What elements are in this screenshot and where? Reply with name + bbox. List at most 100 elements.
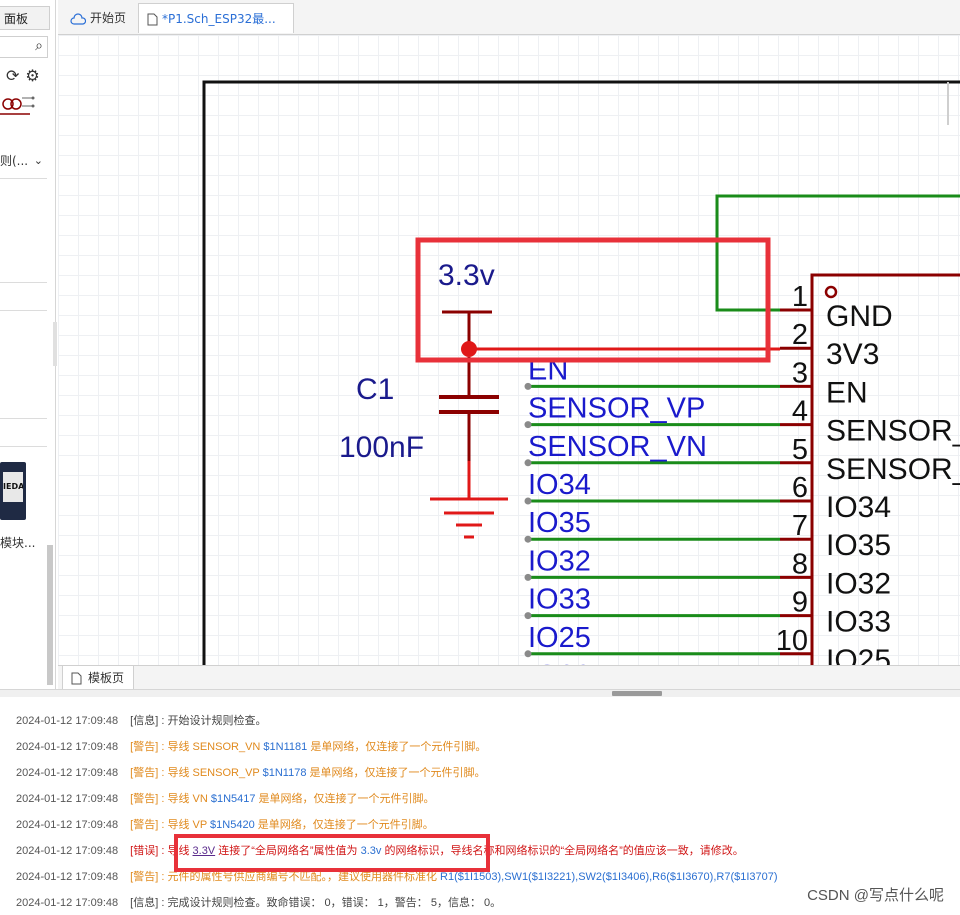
pin-number: 2 — [792, 319, 808, 351]
log-row: 2024-01-12 17:09:48 [信息] : 开始设计规则检查。 — [16, 711, 266, 731]
panel-collapse-handle[interactable] — [53, 322, 57, 366]
pin-name: IO32 — [826, 567, 891, 600]
pin-number: 4 — [792, 396, 808, 428]
log-row: 2024-01-12 17:09:48[错误] : 导线 3.3V 连接了“全局… — [16, 841, 744, 861]
net-label[interactable]: IO26 — [528, 660, 591, 665]
net-label[interactable]: SENSOR_VN — [528, 431, 707, 463]
board-thumbnail-text: IEDA — [3, 472, 23, 502]
pin-number: 8 — [792, 548, 808, 580]
log-net-link[interactable]: $1N5420 — [210, 819, 255, 831]
log-message: : 导线 SENSOR_VP — [158, 767, 263, 779]
log-wire-link[interactable]: 3.3V — [192, 845, 216, 857]
esp32-pin-group: 1234567891011GND3V3ENSENSOR_VPSENSOR_VNI… — [776, 281, 960, 665]
document-icon — [147, 13, 158, 26]
cap-value[interactable]: 100nF — [339, 431, 424, 464]
tab-start-page-label: 开始页 — [90, 11, 127, 25]
net-label[interactable]: IO33 — [528, 584, 591, 616]
log-level: [错误] — [130, 845, 159, 857]
refresh-icon[interactable]: ⟳ — [6, 66, 20, 85]
log-net-link[interactable]: 3.3v — [360, 845, 382, 857]
log-level: [信息] — [130, 897, 159, 909]
log-time: 2024-01-12 17:09:48 — [16, 871, 119, 883]
document-icon — [71, 672, 82, 685]
log-row: 2024-01-12 17:09:48 [警告] : 导线 SENSOR_VP $… — [16, 763, 486, 783]
power-net-label[interactable]: 3.3v — [438, 259, 495, 292]
tab-schematic[interactable]: *P1.Sch_ESP32最... — [138, 3, 294, 33]
pin-number: 1 — [792, 281, 808, 313]
log-row: 2024-01-12 17:09:48[警告] : 导线 SENSOR_VN $… — [16, 737, 486, 757]
highlight-box-top — [415, 237, 771, 363]
divider — [0, 446, 47, 447]
log-level: [警告] — [130, 871, 159, 883]
net-label[interactable]: IO34 — [528, 469, 591, 501]
tab-template-label: 模板页 — [88, 671, 125, 685]
divider — [0, 178, 47, 179]
cap-designator[interactable]: C1 — [356, 373, 394, 406]
log-time: 2024-01-12 17:09:48 — [16, 741, 119, 753]
net-wire-end — [524, 497, 532, 505]
pin-name: SENSOR_VP — [826, 415, 960, 448]
panel-splitter[interactable] — [0, 689, 960, 698]
net-label[interactable]: IO32 — [528, 545, 591, 577]
log-level: [警告] — [130, 793, 159, 805]
tab-start-page[interactable]: 开始页 — [62, 3, 138, 33]
log-time: 2024-01-12 17:09:48 — [16, 793, 119, 805]
net-wire-end — [524, 421, 532, 429]
log-parts-link[interactable]: R1($1I1503),SW1($1I3221),SW2($1I3406),R6… — [440, 871, 778, 883]
log-message: : 导线 VN — [158, 793, 211, 805]
panel-tab[interactable]: 面板 — [0, 6, 50, 30]
log-row: 2024-01-12 17:09:48[警告] : 元件的属性号供应商编号不匹配… — [16, 867, 778, 887]
watermark: CSDN @写点什么呢 — [807, 887, 944, 904]
log-row: 2024-01-12 17:09:48[警告] : 导线 VN $1N5417 … — [16, 789, 435, 809]
net-wire-end — [524, 382, 532, 390]
net-wire-end — [524, 573, 532, 581]
log-row: 2024-01-12 17:09:48[信息] : 完成设计规则检查。致命错误：… — [16, 893, 501, 913]
log-message: 是单网络，仅连接了一个元件引脚。 — [255, 793, 435, 805]
net-label-group: ENSENSOR_VPSENSOR_VNIO34IO35IO32IO33IO25… — [524, 354, 780, 665]
panel-scrollbar[interactable] — [47, 545, 53, 685]
log-net-link[interactable]: $1N1181 — [263, 741, 308, 753]
log-message: : 开始设计规则检查。 — [158, 715, 267, 727]
pin-number: 11 — [778, 663, 808, 665]
sheet-border — [202, 80, 960, 665]
net-label[interactable]: IO35 — [528, 507, 591, 539]
pin-name: EN — [826, 376, 868, 409]
search-icon[interactable]: ⌕ — [35, 38, 43, 54]
log-net-link[interactable]: $1N5417 — [210, 793, 256, 805]
cloud-icon — [70, 12, 87, 25]
log-message: : 导线 SENSOR_VN — [158, 741, 264, 753]
highlight-box-bottom — [174, 834, 490, 872]
divider — [0, 310, 47, 311]
category-select[interactable]: 则(... ⌄ — [0, 150, 47, 172]
divider — [0, 418, 47, 419]
net-label[interactable]: IO25 — [528, 622, 591, 654]
panel-toolbar: ⟳⚙ — [6, 66, 46, 85]
tab-schematic-label: *P1.Sch_ESP32最... — [162, 12, 276, 26]
log-time: 2024-01-12 17:09:48 — [16, 715, 119, 727]
gear-icon[interactable]: ⚙ — [25, 66, 40, 85]
board-thumbnail[interactable]: IEDA — [0, 462, 26, 520]
log-time: 2024-01-12 17:09:48 — [16, 767, 119, 779]
net-label[interactable]: SENSOR_VP — [528, 393, 705, 425]
log-row: 2024-01-12 17:09:48[警告] : 导线 VP $1N5420 … — [16, 815, 434, 835]
library-search-input[interactable]: ⌕ — [0, 36, 48, 58]
log-net-link[interactable]: $1N1178 — [262, 767, 307, 779]
log-level: [信息] — [130, 715, 159, 727]
tab-template-page[interactable]: 模板页 — [62, 666, 134, 690]
net-wire-end — [524, 535, 532, 543]
net-wire-end — [524, 612, 532, 620]
log-message: : 完成设计规则检查。致命错误： 0，错误： 1，警告： 5，信息： 0。 — [158, 897, 502, 909]
log-time: 2024-01-12 17:09:48 — [16, 819, 119, 831]
log-message: 的网络标识，导线名称和网络标识的“全局网络名”的值应该一致，请修改。 — [381, 845, 744, 857]
pin-name: IO33 — [826, 606, 891, 639]
pin-number: 10 — [776, 625, 808, 657]
log-level: [警告] — [130, 767, 159, 779]
splitter-grip[interactable] — [612, 691, 662, 696]
junction-dot — [461, 341, 477, 357]
wire-gnd[interactable] — [715, 194, 960, 312]
component-thumbnail[interactable] — [0, 92, 40, 126]
pin-name: IO34 — [826, 491, 891, 524]
pin-number: 3 — [792, 357, 808, 389]
esp32-body-outline[interactable] — [810, 273, 960, 665]
